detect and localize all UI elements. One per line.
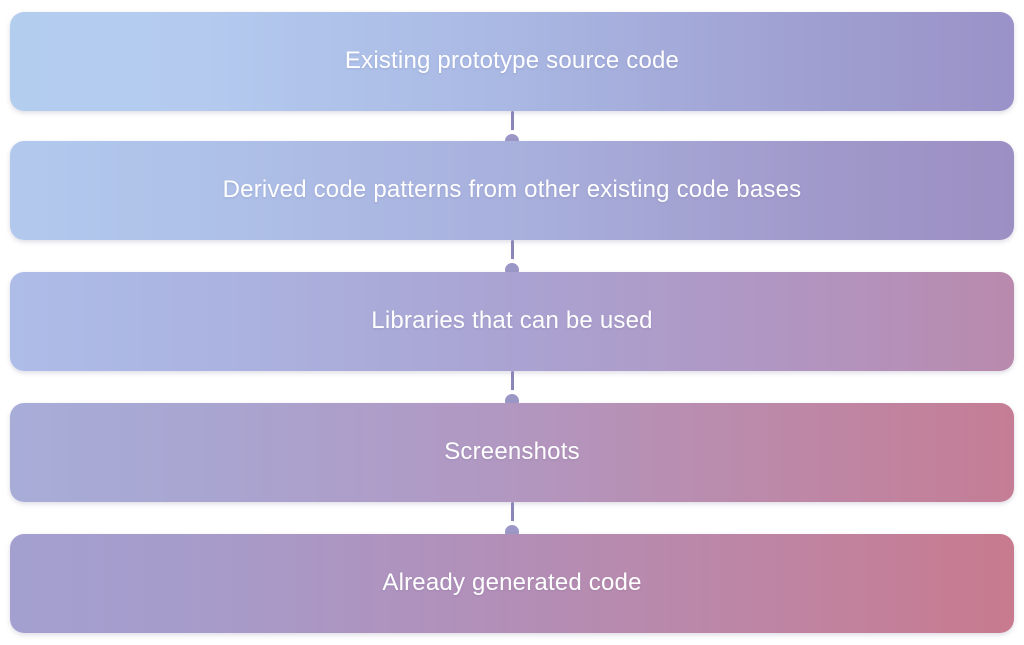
connector-line — [511, 111, 514, 141]
flow-node-derived-code-patterns[interactable]: Derived code patterns from other existin… — [10, 141, 1014, 240]
connector-line — [511, 371, 514, 401]
flow-node-libraries-that-can-be-used[interactable]: Libraries that can be used — [10, 272, 1014, 371]
connector-line — [511, 240, 514, 270]
flow-node-label: Already generated code — [382, 569, 642, 597]
flow-node-label: Screenshots — [444, 438, 580, 466]
connector-line — [511, 502, 514, 532]
flow-node-label: Derived code patterns from other existin… — [222, 176, 802, 204]
flow-node-existing-prototype-source-code[interactable]: Existing prototype source code — [10, 12, 1014, 111]
flow-node-label: Libraries that can be used — [371, 307, 653, 335]
flow-node-screenshots[interactable]: Screenshots — [10, 403, 1014, 502]
flow-node-already-generated-code[interactable]: Already generated code — [10, 534, 1014, 633]
flow-node-label: Existing prototype source code — [344, 47, 680, 75]
